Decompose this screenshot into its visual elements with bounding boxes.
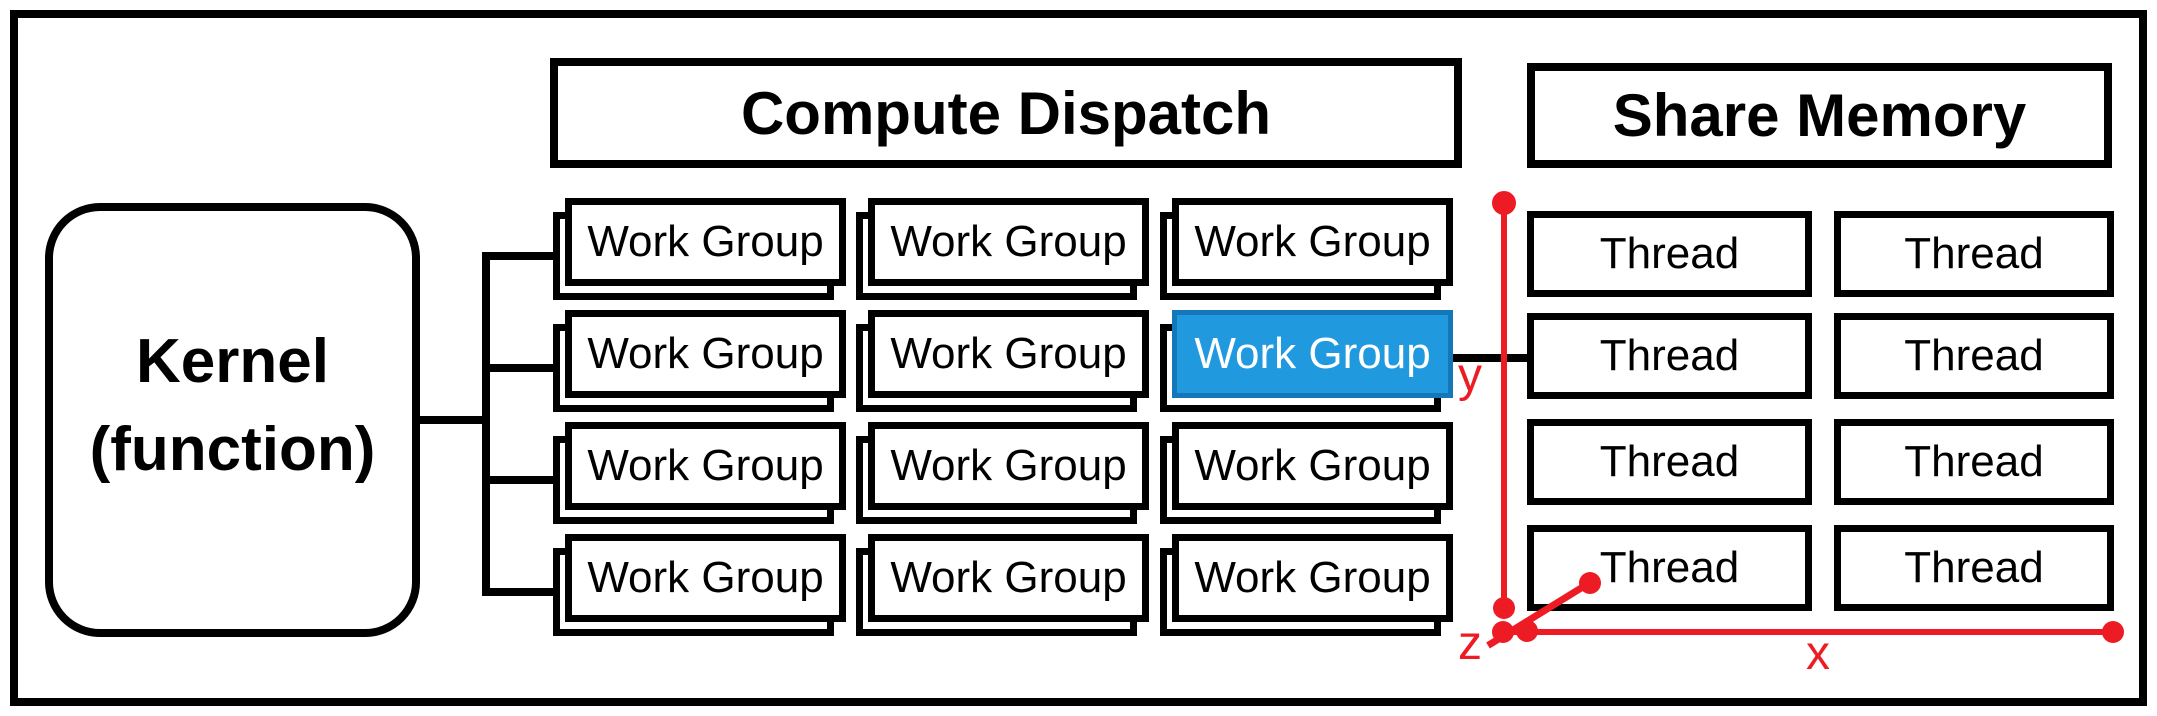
work-group-r2c2: Work Group xyxy=(856,310,1149,412)
thread-r1c1: Thread xyxy=(1527,211,1812,297)
thread-r3c1: Thread xyxy=(1527,419,1812,505)
y-axis-label: y xyxy=(1458,349,1482,402)
work-group-r4c1: Work Group xyxy=(553,534,846,636)
work-group-front: Work Group xyxy=(868,422,1149,510)
work-group-label: Work Group xyxy=(890,217,1127,266)
x-axis-label: x xyxy=(1806,627,1830,680)
work-group-label: Work Group xyxy=(1194,329,1431,378)
compute-dispatch-header: Compute Dispatch xyxy=(550,58,1462,168)
thread-label: Thread xyxy=(1904,229,2044,278)
thread-r4c2: Thread xyxy=(1834,525,2114,611)
origin-dot xyxy=(1492,621,1514,643)
work-group-label: Work Group xyxy=(587,553,824,602)
share-memory-title: Share Memory xyxy=(1612,82,2027,149)
work-group-label: Work Group xyxy=(890,441,1127,490)
thread-r4c1: Thread xyxy=(1527,525,1812,611)
y-axis-bottom-dot xyxy=(1493,597,1515,619)
work-group-r3c1: Work Group xyxy=(553,422,846,524)
kernel-branch-row2 xyxy=(482,364,554,372)
thread-label: Thread xyxy=(1904,543,2044,592)
kernel-branch-row3 xyxy=(482,476,554,484)
share-memory-header: Share Memory xyxy=(1527,63,2112,168)
kernel-label-line1: Kernel xyxy=(136,326,329,396)
work-group-label: Work Group xyxy=(1194,441,1431,490)
work-group-r4c2: Work Group xyxy=(856,534,1149,636)
thread-r2c2: Thread xyxy=(1834,313,2114,399)
thread-r2c1: Thread xyxy=(1527,313,1812,399)
work-group-label: Work Group xyxy=(1194,217,1431,266)
work-group-label: Work Group xyxy=(587,441,824,490)
kernel-branch-row4 xyxy=(482,588,554,596)
thread-r1c2: Thread xyxy=(1834,211,2114,297)
y-axis-line xyxy=(1501,203,1507,608)
z-axis-end-dot xyxy=(1579,572,1601,594)
work-group-label: Work Group xyxy=(890,329,1127,378)
kernel-branch-row1 xyxy=(482,252,554,260)
thread-label: Thread xyxy=(1599,331,1740,380)
z-axis-base-dot xyxy=(1516,620,1538,642)
work-group-label: Work Group xyxy=(587,329,824,378)
y-axis-top-dot xyxy=(1492,191,1516,215)
work-group-r3c2: Work Group xyxy=(856,422,1149,524)
thread-label: Thread xyxy=(1904,331,2044,380)
x-axis-line xyxy=(1503,629,2115,635)
z-axis-label: z xyxy=(1458,617,1482,670)
work-group-r1c2: Work Group xyxy=(856,198,1149,300)
work-group-r1c3: Work Group xyxy=(1160,198,1453,300)
work-group-front: Work Group xyxy=(1172,534,1453,622)
work-group-r4c3: Work Group xyxy=(1160,534,1453,636)
work-group-front: Work Group xyxy=(868,310,1149,398)
work-group-front: Work Group xyxy=(565,198,846,286)
work-group-r3c3: Work Group xyxy=(1160,422,1453,524)
work-group-front: Work Group xyxy=(565,310,846,398)
kernel-label-line2: (function) xyxy=(89,415,376,484)
workgroup-thread-connector xyxy=(1453,354,1531,362)
compute-dispatch-title: Compute Dispatch xyxy=(740,79,1272,147)
work-group-front: Work Group xyxy=(1172,422,1453,510)
work-group-front: Work Group xyxy=(868,534,1149,622)
work-group-r2c1: Work Group xyxy=(553,310,846,412)
thread-r3c2: Thread xyxy=(1834,419,2114,505)
work-group-label: Work Group xyxy=(890,553,1127,602)
thread-label: Thread xyxy=(1599,229,1740,278)
work-group-front: Work Group xyxy=(868,198,1149,286)
work-group-front-highlighted: Work Group xyxy=(1172,310,1453,398)
thread-label: Thread xyxy=(1599,543,1740,592)
work-group-front: Work Group xyxy=(565,422,846,510)
work-group-r1c1: Work Group xyxy=(553,198,846,300)
work-group-front: Work Group xyxy=(565,534,846,622)
kernel-connector-trunk xyxy=(482,252,490,596)
thread-label: Thread xyxy=(1599,437,1740,486)
work-group-label: Work Group xyxy=(587,217,824,266)
kernel-connector-stub xyxy=(420,416,490,424)
work-group-label: Work Group xyxy=(1194,553,1431,602)
kernel-box: Kernel (function) xyxy=(45,203,420,637)
work-group-front: Work Group xyxy=(1172,198,1453,286)
work-group-r2c3-highlighted: Work Group xyxy=(1160,310,1453,412)
thread-label: Thread xyxy=(1904,437,2044,486)
x-axis-end-dot xyxy=(2102,621,2124,643)
